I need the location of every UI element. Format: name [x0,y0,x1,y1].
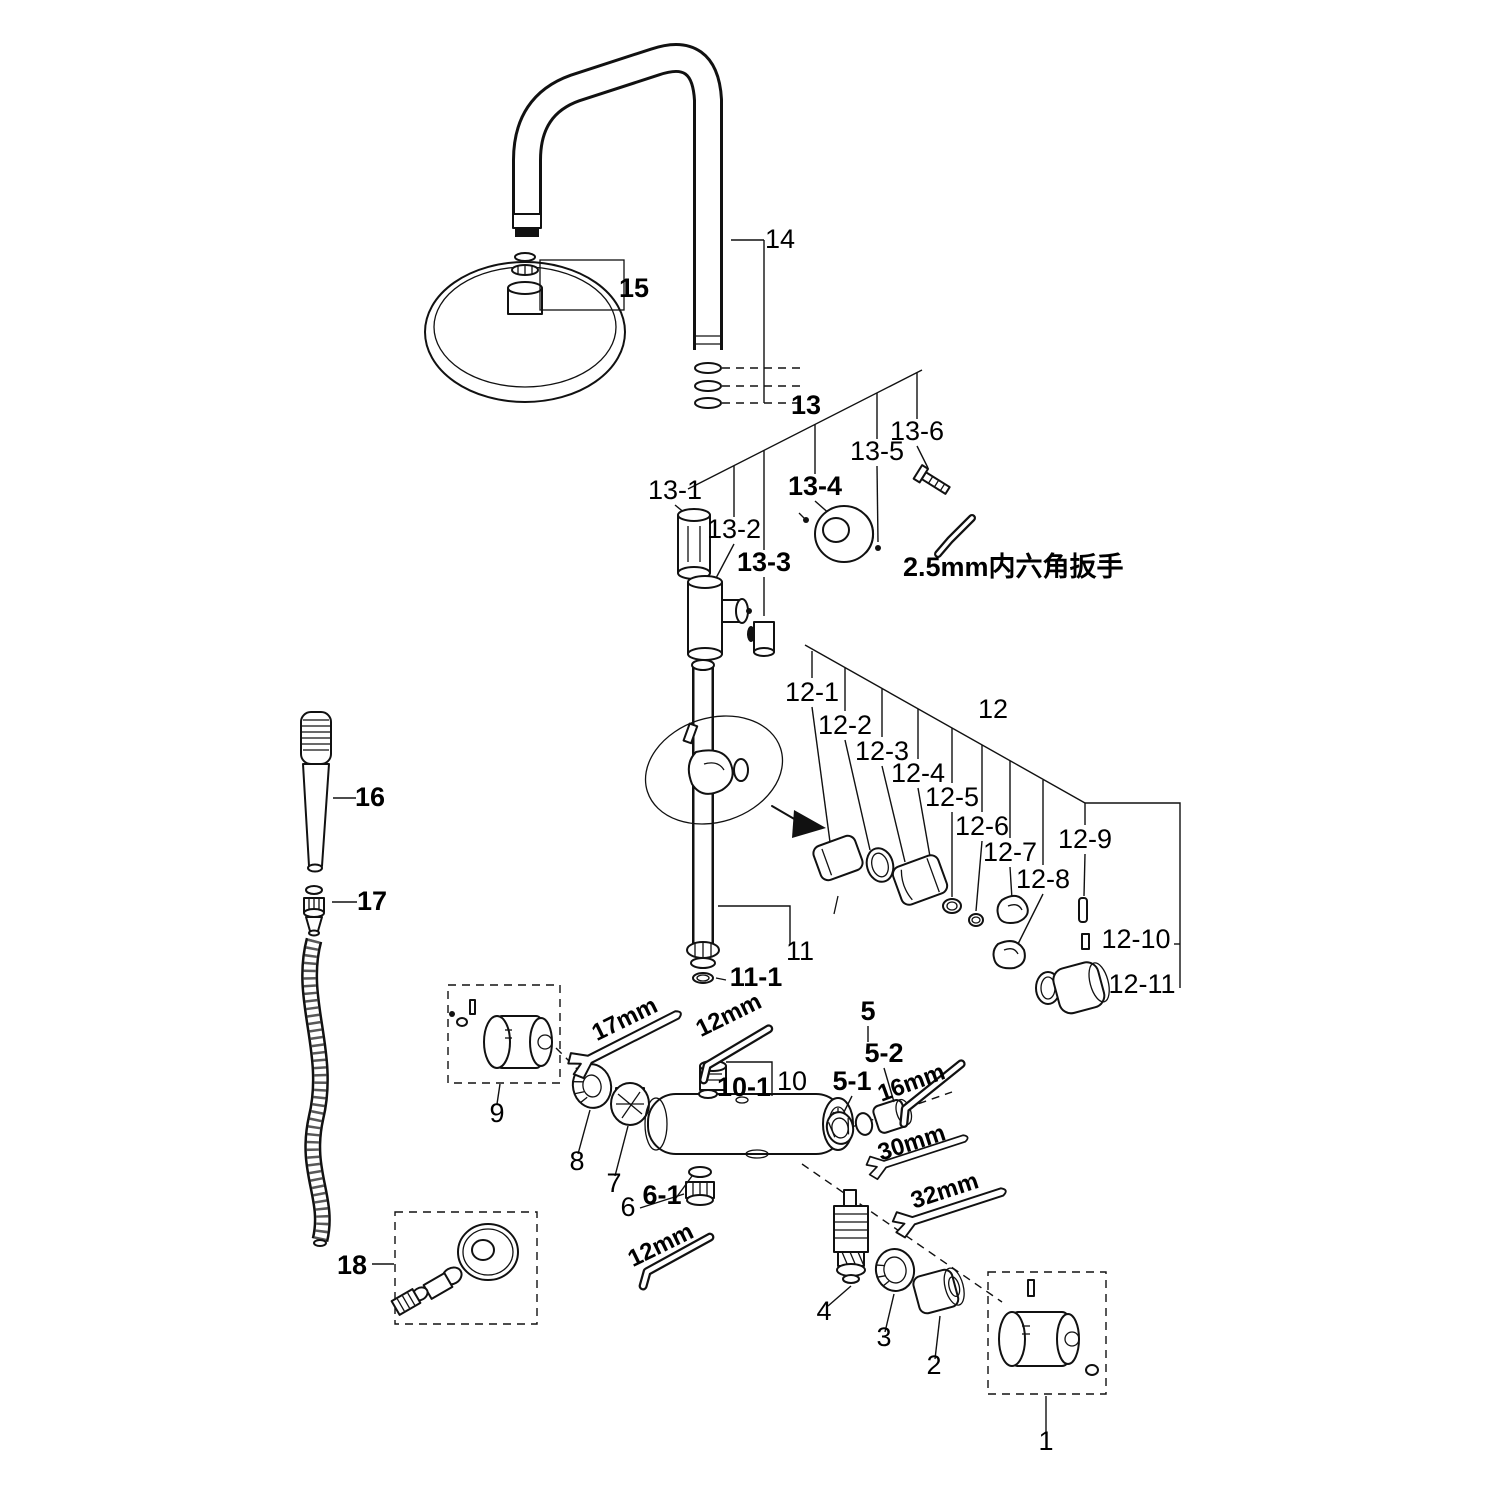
knob-box-9 [447,984,561,1105]
label-7: 7 [606,1168,621,1198]
label-3: 3 [876,1322,891,1352]
label-12-10: 12-10 [1101,924,1170,954]
label-18: 18 [337,1250,367,1280]
stop-sleeve-2 [912,1267,965,1360]
label-11-1: 11-1 [730,962,783,992]
escutcheon-13-4 [798,505,875,563]
head-connector [507,252,543,315]
o-ring-12-2 [865,847,895,883]
wall-union-box-18 [372,1211,538,1325]
riser-pipe [691,659,715,948]
label-13-3: 13-3 [737,547,791,577]
label-5: 5 [860,996,875,1026]
label-6-1: 6-1 [642,1180,681,1210]
label-12-4: 12-4 [891,758,945,788]
o-ring-6-1 [688,1166,712,1178]
label-12-5: 12-5 [925,782,979,812]
label-2: 2 [926,1350,941,1380]
labels: 14 15 13 13-1 13-2 13-3 13-4 13-5 13-6 2… [337,224,1176,1456]
set-screw-13-5 [875,545,881,551]
label-1: 1 [1038,1426,1053,1456]
cartridge-7 [610,1082,650,1177]
lock-ring-3 [874,1248,916,1333]
label-6: 6 [620,1192,635,1222]
shower-hose [301,937,331,1247]
tee-fitting-13-2 [687,575,752,661]
label-13: 13 [791,390,821,420]
label-13-2: 13-2 [707,514,761,544]
clamp-half-12-8 [992,940,1026,970]
clamp-half-12-7 [996,894,1029,924]
label-10: 10 [777,1066,807,1096]
shower-arm [512,43,806,409]
label-12-3: 12-3 [855,736,909,766]
temperature-knob-box-1 [987,1271,1107,1434]
elbow-13-3 [747,621,775,657]
overhead-shower [424,252,626,403]
label-hex-wrench-note: 2.5mm内六角扳手 [903,551,1124,582]
label-13-1: 13-1 [648,475,702,505]
bolt-13-6 [912,464,951,495]
label-17: 17 [357,886,387,916]
slider-sleeve-12-1 [812,834,864,882]
label-12-2: 12-2 [818,710,872,740]
arm-nozzle [512,213,542,237]
label-13-6: 13-6 [890,416,944,446]
part12-group [804,644,1181,1015]
part13-group [674,369,976,661]
label-10-1: 10-1 [717,1072,771,1102]
label-12: 12 [978,694,1008,724]
label-13-4: 13-4 [788,471,842,501]
slider-body-12-3-12-4 [891,854,949,906]
part5-group [825,1026,913,1145]
label-12-6: 12-6 [955,811,1009,841]
slider-assembly [644,715,826,838]
arm-rings [694,362,722,409]
pipe-sleeve-13-1 [677,508,711,580]
pin-12-10 [1081,933,1090,950]
drain-plug-6 [639,1166,715,1209]
label-4: 4 [816,1296,831,1326]
hex-wrench-2-5mm-icon [934,514,976,558]
label-5-2: 5-2 [864,1038,903,1068]
nut-12-5 [942,898,962,914]
label-12-7: 12-7 [983,837,1037,867]
label-11: 11 [786,936,814,966]
label-8: 8 [569,1146,584,1176]
label-16: 16 [355,782,385,812]
label-14: 14 [765,224,795,254]
thermostatic-cartridge-4 [827,1189,869,1307]
label-9: 9 [489,1098,504,1128]
o-ring-10-1 [698,1089,718,1099]
ring-5-1 [854,1112,874,1136]
label-15: 15 [619,273,649,303]
hose-connector-17 [303,885,357,937]
label-5-1: 5-1 [832,1066,871,1096]
label-12-11: 12-11 [1108,969,1175,999]
label-12-1: 12-1 [785,677,839,707]
pin-12-9 [1078,897,1088,923]
slider-knob-12-11 [1052,961,1110,1015]
riser-foot-11 [686,905,791,984]
label-12-8: 12-8 [1016,864,1070,894]
label-12-9: 12-9 [1058,824,1112,854]
nut-12-6 [968,913,984,927]
label-13-5: 13-5 [850,436,904,466]
hand-shower [300,711,356,873]
